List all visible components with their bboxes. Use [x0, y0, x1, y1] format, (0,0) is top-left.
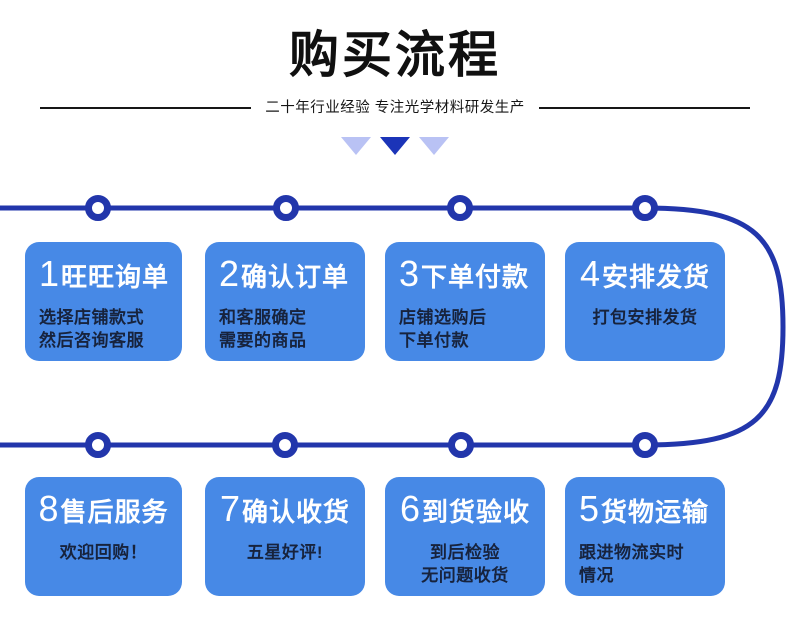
triangle-center-icon — [380, 137, 410, 155]
flow-card-1-number: 1 — [39, 253, 60, 294]
flow-card-4-head: 4 安排发货 — [579, 255, 711, 296]
flow-card-1-title: 旺旺询单 — [61, 262, 170, 292]
flow-card-8-description: 欢迎回购！ — [59, 543, 148, 562]
flow-card-7-head: 7 确认收货 — [219, 490, 351, 531]
flow-card-7-title: 确认收货 — [242, 497, 351, 527]
subtitle-rule-left — [40, 107, 252, 109]
flow-card-8[interactable]: 8 售后服务 欢迎回购！ — [25, 477, 182, 596]
flow-node-bottom-3 — [448, 432, 474, 458]
flow-card-4[interactable]: 4 安排发货 打包安排发货 — [565, 242, 725, 361]
flow-node-top-2 — [273, 195, 299, 221]
flow-card-7-number: 7 — [219, 488, 240, 529]
flow-card-1[interactable]: 1 旺旺询单 选择店铺款式 然后咨询客服 — [25, 242, 182, 361]
page-title: 购买流程 — [289, 27, 501, 83]
flow-node-bottom-2 — [272, 432, 298, 458]
flow-card-8-number: 8 — [38, 488, 59, 529]
flow-card-2-title: 确认订单 — [241, 262, 350, 292]
flow-card-6-head: 6 到货验收 — [399, 490, 531, 531]
flow-card-4-number: 4 — [579, 253, 600, 294]
flow-node-top-4 — [632, 195, 658, 221]
triangle-decoration-group — [0, 137, 790, 155]
flow-card-8-title: 售后服务 — [60, 497, 169, 527]
header-section: 购买流程 二十年行业经验 专注光学材料研发生产 — [0, 0, 790, 175]
subtitle-row: 二十年行业经验 专注光学材料研发生产 — [40, 96, 750, 120]
flow-card-2-head: 2 确认订单 — [219, 255, 351, 296]
flow-node-bottom-1 — [85, 432, 111, 458]
flow-card-3-description: 店铺选购后 下单付款 — [399, 308, 487, 350]
flow-node-top-1 — [85, 195, 111, 221]
flow-card-5-title: 货物运输 — [601, 497, 710, 527]
flow-card-5-head: 5 货物运输 — [579, 490, 711, 531]
flow-card-3-head: 3 下单付款 — [399, 255, 531, 296]
flow-node-bottom-4 — [632, 432, 658, 458]
flow-card-6-number: 6 — [399, 488, 420, 529]
triangle-right-icon — [419, 137, 449, 155]
flow-card-8-head: 8 售后服务 — [38, 488, 169, 531]
triangle-left-icon — [341, 137, 371, 155]
flow-card-2[interactable]: 2 确认订单 和客服确定 需要的商品 — [205, 242, 365, 361]
flow-card-5-number: 5 — [579, 488, 600, 529]
subtitle-text: 二十年行业经验 专注光学材料研发生产 — [265, 100, 525, 116]
flow-card-6-title: 到货验收 — [422, 497, 531, 527]
flow-card-6[interactable]: 6 到货验收 到后检验 无问题收货 — [385, 477, 545, 596]
flow-card-2-description: 和客服确定 需要的商品 — [219, 308, 307, 350]
flow-card-6-description: 到后检验 无问题收货 — [421, 543, 509, 585]
flow-card-1-description: 选择店铺款式 然后咨询客服 — [39, 308, 144, 350]
subtitle-rule-right — [538, 107, 750, 109]
flow-card-4-description: 打包安排发货 — [592, 308, 698, 327]
flow-card-3-title: 下单付款 — [421, 262, 530, 292]
flow-card-4-title: 安排发货 — [602, 262, 711, 292]
flow-card-1-head: 1 旺旺询单 — [39, 255, 168, 296]
flow-node-top-3 — [447, 195, 473, 221]
flow-card-2-number: 2 — [219, 253, 240, 294]
flow-card-3[interactable]: 3 下单付款 店铺选购后 下单付款 — [385, 242, 545, 361]
flow-card-5[interactable]: 5 货物运输 跟进物流实时 情况 — [565, 477, 725, 596]
flow-card-7[interactable]: 7 确认收货 五星好评! — [205, 477, 365, 596]
flow-card-3-number: 3 — [399, 253, 420, 294]
flow-card-5-description: 跟进物流实时 情况 — [579, 543, 684, 585]
flow-card-7-description: 五星好评! — [246, 543, 324, 562]
